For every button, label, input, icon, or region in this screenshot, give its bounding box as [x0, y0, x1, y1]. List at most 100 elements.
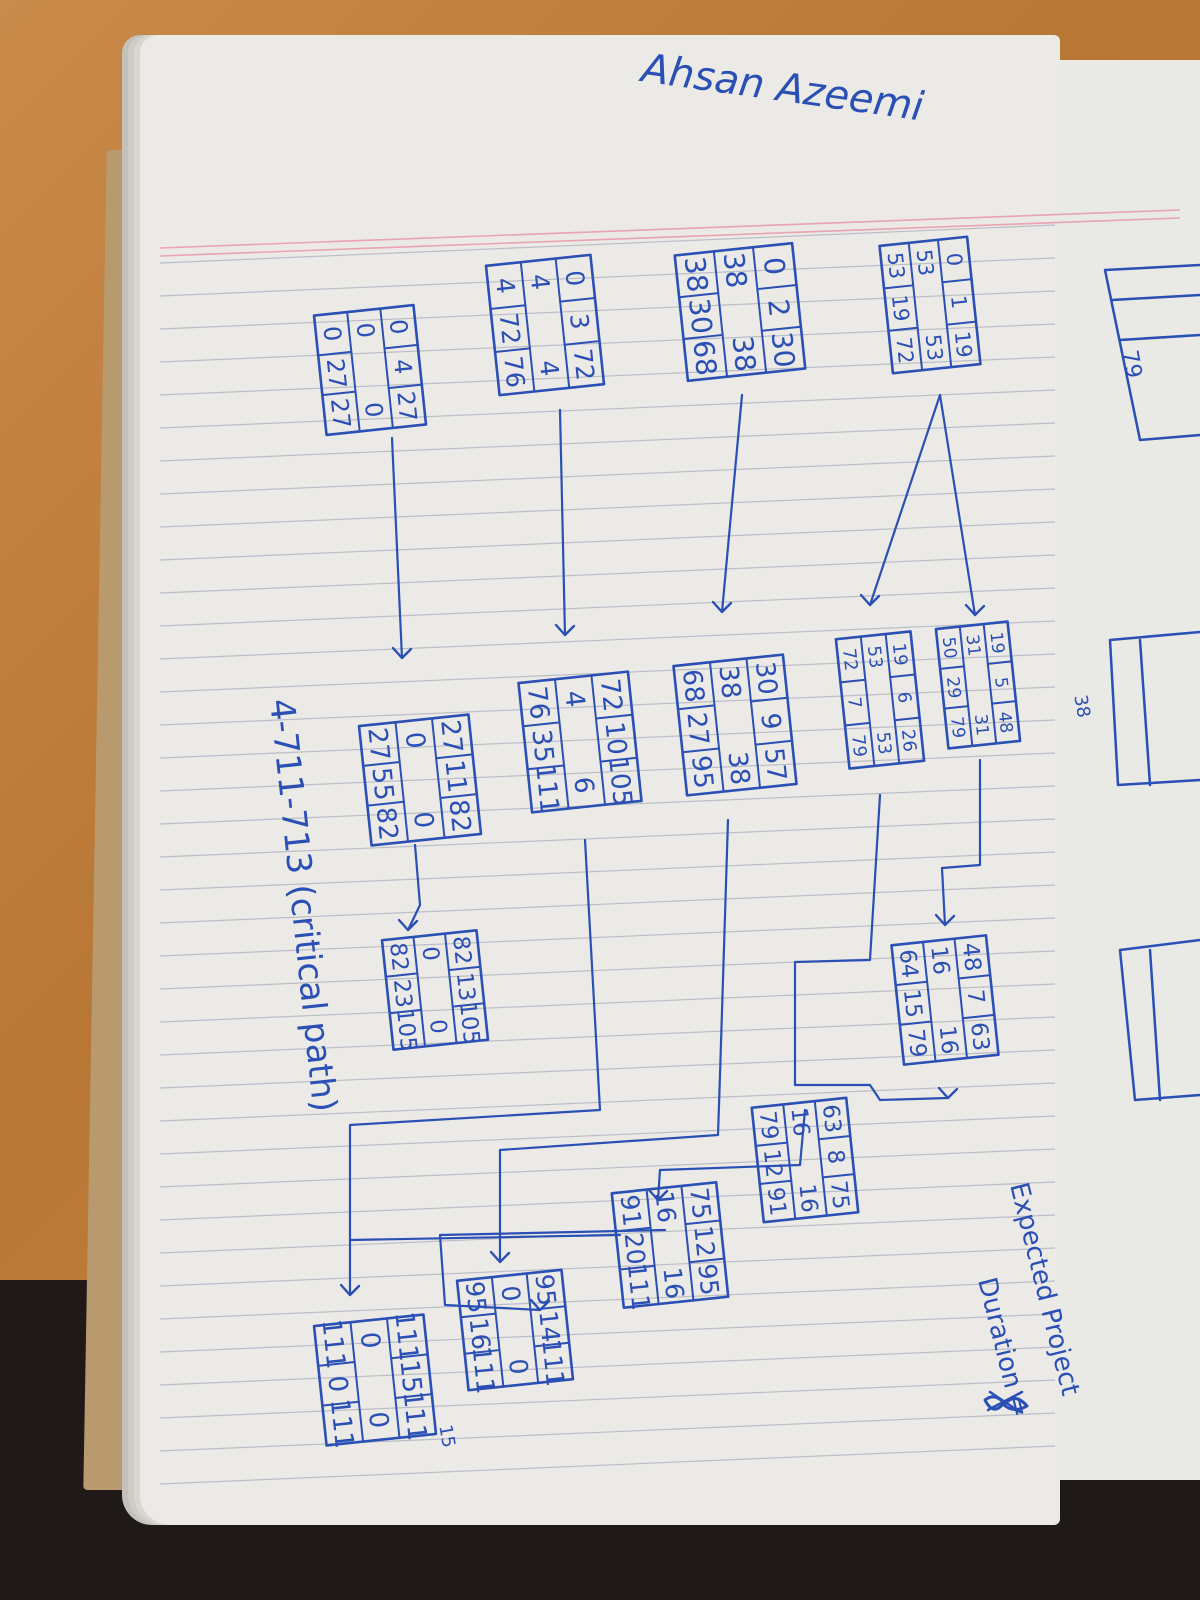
arrow-line — [793, 793, 950, 1102]
ruled-line — [159, 323, 1056, 363]
node-cell: 20 — [619, 1231, 651, 1266]
node-cell: 53 — [921, 333, 948, 362]
node-cell: 38 — [726, 334, 763, 373]
node-divider — [745, 657, 762, 789]
node-divider — [618, 1264, 656, 1271]
node-divider — [349, 1321, 365, 1443]
node-cell: 12 — [758, 1148, 787, 1179]
node-divider — [677, 704, 716, 711]
node-divider — [317, 350, 353, 357]
node-divider — [463, 1349, 501, 1355]
node-cell: 72 — [494, 311, 526, 346]
node-divider — [682, 333, 724, 341]
node-cell: 76 — [498, 354, 530, 389]
node-divider — [554, 257, 571, 389]
node-divider — [680, 1184, 695, 1302]
node-divider — [533, 1341, 571, 1348]
node-divider — [754, 739, 793, 746]
node-cell: 91 — [615, 1193, 647, 1228]
node-cell: 105 — [602, 755, 637, 808]
node-divider — [599, 756, 638, 763]
node-divider — [843, 721, 871, 727]
activity-nodes: 0119535353197202303838383068037244472760… — [312, 235, 1022, 1450]
critical-path-label: 4-711-713 (critical path) — [261, 697, 344, 1114]
ruled-line — [159, 752, 1056, 792]
node-cell: 14 — [533, 1309, 565, 1344]
node-cell: 5 — [990, 676, 1011, 689]
node-cell: 29 — [942, 676, 964, 700]
ruled-line — [159, 620, 1056, 660]
ruled-line — [159, 356, 1056, 396]
arrow-line — [558, 408, 567, 637]
node-cell: 72 — [838, 647, 861, 672]
node-border — [672, 653, 798, 797]
ruled-line — [159, 818, 1056, 858]
node-divider — [529, 1305, 567, 1311]
ruled-line — [159, 587, 1056, 627]
arrow-line — [656, 1108, 807, 1202]
node-divider — [681, 747, 721, 754]
node-cell: 38 — [717, 251, 754, 290]
ruled-line — [159, 983, 1056, 1023]
node-divider — [594, 713, 634, 720]
node-divider — [379, 307, 394, 429]
side-mark-near-node: 38 — [1069, 693, 1094, 719]
node-cell: 9 — [754, 711, 786, 731]
node-cell: 27 — [325, 397, 356, 430]
ruled-line — [159, 686, 1056, 726]
node-cell: 111 — [536, 1338, 570, 1388]
arrow-head — [937, 1086, 959, 1100]
node-cell: 105 — [391, 1007, 421, 1053]
arrow-head — [397, 918, 419, 932]
node-cell: 0 — [399, 731, 431, 751]
node-divider — [887, 326, 919, 332]
node-cell: 30 — [682, 297, 719, 336]
node-divider — [362, 761, 401, 767]
node-divider — [525, 1272, 540, 1384]
node-divider — [317, 1361, 356, 1367]
arrow-line — [406, 843, 422, 932]
node-cell: 95 — [529, 1273, 561, 1308]
node-cell: 79 — [847, 733, 870, 758]
node-divider — [884, 633, 901, 765]
node-cell: 13 — [451, 971, 480, 1002]
node-divider — [893, 716, 921, 722]
node-divider — [821, 1173, 856, 1179]
node-cell: 4 — [558, 689, 590, 709]
node-cell: 48 — [994, 711, 1016, 735]
node-divider — [939, 665, 965, 670]
node-cell: 82 — [443, 798, 476, 834]
node-cell: 72 — [594, 677, 627, 713]
node-cell: 68 — [676, 668, 709, 704]
node-cell: 23 — [388, 978, 417, 1009]
node-divider — [614, 1226, 652, 1233]
node-cell: 0 — [384, 318, 413, 336]
node-cell: 8 — [822, 1148, 849, 1165]
node-divider — [945, 320, 977, 326]
ruled-line — [159, 455, 1056, 495]
node-divider — [384, 972, 419, 978]
node-cell: 0 — [495, 1284, 526, 1303]
node-cell: 82 — [370, 806, 403, 842]
node-cell: 75 — [825, 1179, 854, 1210]
ruled-line — [159, 1412, 1056, 1452]
node-border — [878, 235, 982, 375]
node-cell: 16 — [464, 1316, 496, 1351]
node-cell: 0 — [321, 1374, 353, 1394]
node-cell: 0 — [503, 1357, 534, 1376]
ruled-line — [159, 851, 1056, 891]
ruled-line — [159, 257, 1056, 297]
margin-line — [159, 209, 1181, 249]
arrow-head — [934, 913, 956, 927]
node-divider — [756, 283, 798, 291]
node-cell: 53 — [863, 645, 886, 670]
ruled-line — [159, 1115, 1056, 1155]
node-cell: 15 — [393, 1358, 426, 1394]
arrow-line — [720, 393, 744, 614]
node-divider — [889, 673, 917, 679]
